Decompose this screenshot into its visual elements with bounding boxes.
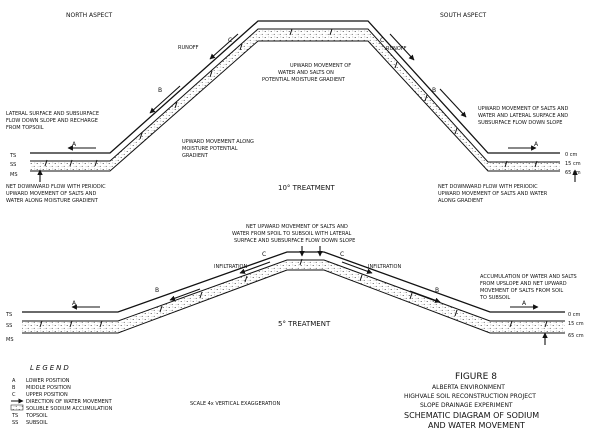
layer-ms-10: MS: [10, 172, 18, 178]
layer-ts-5: TS: [5, 312, 12, 318]
figure-org: ALBERTA ENVIRONMENT: [432, 384, 505, 391]
north-aspect-label: NORTH ASPECT: [66, 12, 113, 19]
svg-text:A: A: [12, 378, 16, 384]
runoff-left-label: RUNOFF: [178, 45, 199, 51]
svg-text:TS: TS: [11, 413, 18, 419]
profile-10-degree: A B C C B A TS SS MS 0 cm 15 cm 65 cm: [9, 20, 581, 182]
figure-experiment: SLOPE DRAINAGE EXPERIMENT: [420, 402, 513, 409]
net-downward-right-annotation: NET DOWNWARD FLOW WITH PERIODIC UPWARD M…: [438, 184, 549, 204]
legend-item-middle: B MIDDLE POSITION: [12, 385, 71, 391]
figure-title-line1: SCHEMATIC DIAGRAM OF SODIUM: [404, 411, 539, 420]
svg-text:SS: SS: [12, 420, 18, 426]
position-a-left-5: A: [72, 300, 77, 307]
svg-text:DIRECTION OF WATER MOVEMENT: DIRECTION OF WATER MOVEMENT: [26, 399, 113, 405]
infiltration-left-label: INFILTRATION: [214, 264, 247, 270]
depth-65-10: 65 cm: [565, 170, 581, 176]
net-upward-5-annotation: NET UPWARD MOVEMENT OF SALTS AND WATER F…: [232, 224, 355, 244]
surface-line-5: [22, 251, 565, 313]
depth-0-10: 0 cm: [565, 152, 578, 158]
topsoil-boundary-10: [30, 28, 560, 163]
legend: LEGEND A LOWER POSITION B MIDDLE POSITIO…: [10, 364, 113, 426]
arrow-downslope-right-5b: [409, 290, 441, 303]
subsoil-band-10: [30, 29, 560, 171]
figure-project: HIGHVALE SOIL RECONSTRUCTION PROJECT: [404, 393, 536, 400]
sodium-ticks-5: [39, 258, 548, 328]
svg-text:MIDDLE POSITION: MIDDLE POSITION: [26, 385, 71, 391]
svg-text:B: B: [12, 385, 16, 391]
position-a-right-5: A: [522, 300, 527, 307]
depth-15-5: 15 cm: [568, 321, 584, 327]
position-b-right-5: B: [435, 287, 439, 294]
water-arrows-10: [37, 33, 578, 182]
accumulation-annotation: ACCUMULATION OF WATER AND SALTS FROM UPS…: [479, 274, 578, 301]
svg-text:TOPSOIL: TOPSOIL: [25, 413, 48, 419]
legend-title: LEGEND: [30, 364, 71, 372]
upward-along-annotation: UPWARD MOVEMENT ALONG MOISTURE POTENTIAL…: [182, 139, 255, 159]
subsoil-boundary-5: [22, 269, 565, 334]
position-b-left-10: B: [158, 87, 162, 94]
scale-note: SCALE 4x VERTICAL EXAGGERATION: [190, 401, 280, 407]
subsoil-band-5: [22, 260, 565, 333]
arrow-downslope-left-5: [239, 261, 271, 274]
position-c-left-10: C: [228, 37, 232, 44]
subsoil-boundary-10: [30, 40, 560, 172]
sodium-ticks-10: [44, 28, 538, 168]
svg-text:SUBSOIL: SUBSOIL: [26, 420, 48, 426]
layer-ss-5: SS: [6, 323, 12, 329]
water-arrows-5: [71, 246, 548, 345]
arrow-runoff-right: [389, 33, 415, 61]
legend-item-upper: C UPPER POSITION: [12, 392, 68, 398]
figure-title-line2: AND WATER MOVEMENT: [428, 421, 525, 430]
infiltration-right-label: INFILTRATION: [368, 264, 401, 270]
profile-5-degree: A B C C B A TS SS MS 0 cm 15 cm 65 cm: [5, 246, 584, 345]
net-downward-left-annotation: NET DOWNWARD FLOW WITH PERIODIC UPWARD M…: [6, 184, 107, 204]
legend-item-lower: A LOWER POSITION: [12, 378, 70, 384]
svg-text:C: C: [12, 392, 16, 398]
layer-ms-5: MS: [6, 337, 14, 343]
lateral-flow-annotation: LATERAL SURFACE AND SUBSURFACE FLOW DOWN…: [6, 111, 101, 131]
figure-number: FIGURE 8: [455, 372, 497, 382]
position-c-right-5: C: [340, 251, 344, 258]
svg-text:UPPER POSITION: UPPER POSITION: [26, 392, 68, 398]
crest-annotation: UPWARD MOVEMENT OF WATER AND SALTS ON PO…: [262, 63, 353, 83]
surface-line-10: [30, 20, 560, 154]
treatment-5-label: 5° TREATMENT: [278, 320, 331, 328]
position-c-left-5: C: [262, 251, 266, 258]
depth-15-10: 15 cm: [565, 161, 581, 167]
arrow-downslope-right: [439, 88, 467, 118]
layer-ss-10: SS: [10, 162, 16, 168]
position-c-right-10: C: [380, 37, 384, 44]
depth-0-5: 0 cm: [568, 312, 581, 318]
arrow-runoff-left: [209, 33, 239, 60]
figure-caption: FIGURE 8 ALBERTA ENVIRONMENT HIGHVALE SO…: [404, 372, 539, 430]
position-b-right-10: B: [432, 87, 436, 94]
position-b-left-5: B: [155, 287, 159, 294]
position-a-right-10: A: [534, 141, 539, 148]
depth-65-5: 65 cm: [568, 333, 584, 339]
upward-salts-right-annotation: UPWARD MOVEMENT OF SALTS AND WATER AND L…: [478, 106, 570, 126]
svg-text:SOLUBLE SODIUM ACCUMULATION: SOLUBLE SODIUM ACCUMULATION: [26, 406, 113, 412]
svg-text:LOWER POSITION: LOWER POSITION: [26, 378, 70, 384]
runoff-right-label: RUNOFF: [386, 46, 407, 52]
layer-ts-10: TS: [9, 153, 16, 159]
arrow-downslope-left-5b: [169, 288, 201, 301]
stipple-swatch-icon: [10, 404, 24, 411]
treatment-10-label: 10° TREATMENT: [278, 184, 335, 192]
legend-item-sodium: SOLUBLE SODIUM ACCUMULATION: [10, 404, 113, 412]
legend-item-subsoil: SS SUBSOIL: [12, 420, 48, 426]
legend-item-direction: DIRECTION OF WATER MOVEMENT: [11, 398, 113, 405]
arrow-downslope-right-5: [341, 261, 373, 274]
south-aspect-label: SOUTH ASPECT: [440, 12, 487, 19]
legend-item-topsoil: TS TOPSOIL: [11, 413, 48, 419]
arrow-downslope-left: [149, 85, 181, 114]
position-a-left-10: A: [72, 141, 77, 148]
